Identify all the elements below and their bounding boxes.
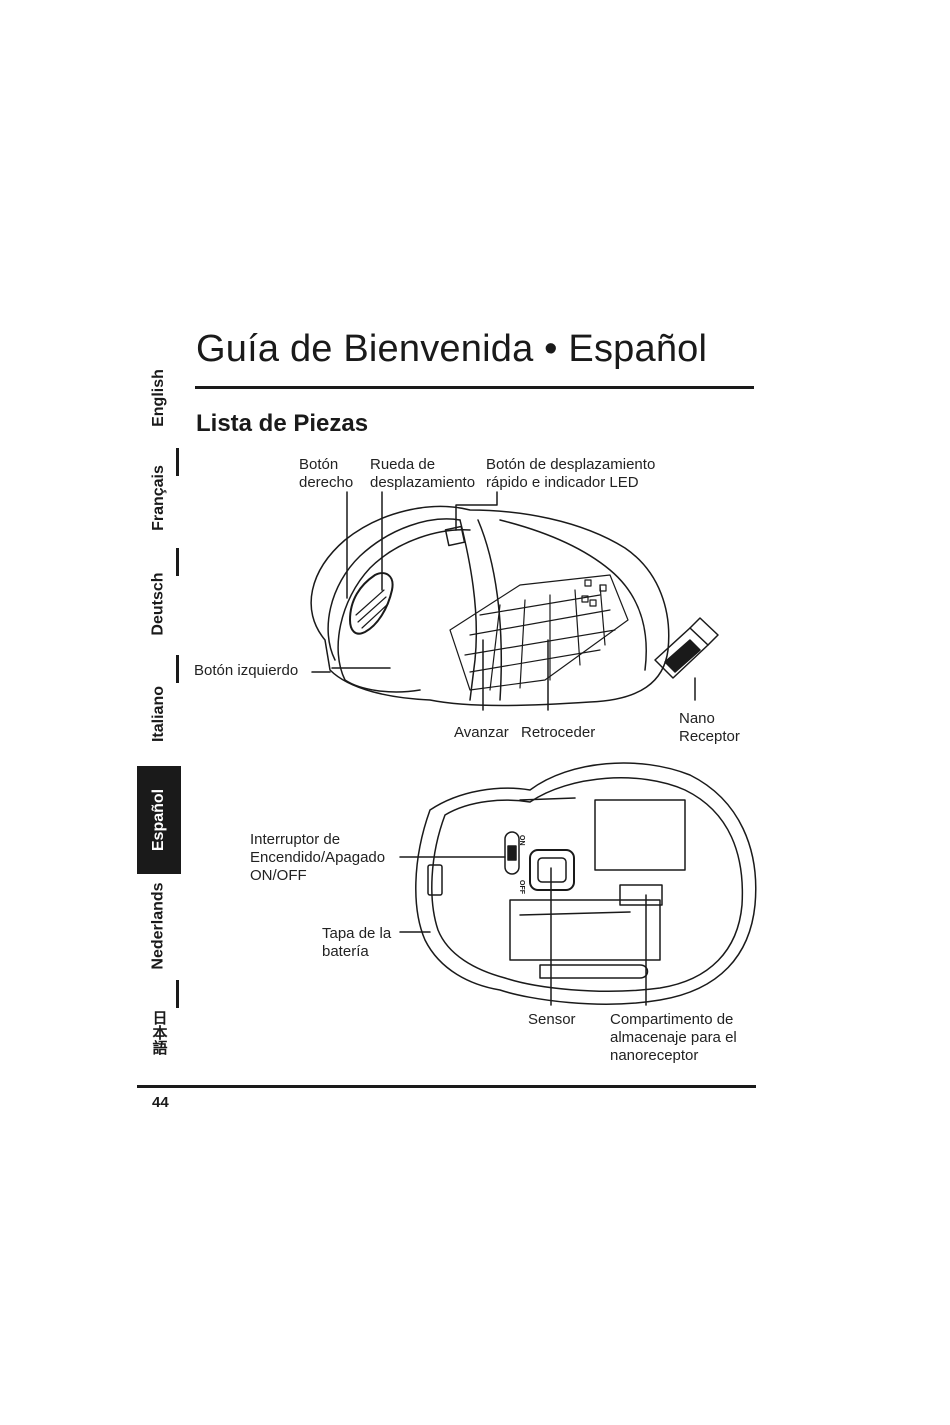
label-fast-scroll-button: Botón de desplazamiento rápido e indicad… [486,456,656,491]
switch-on-label: ON [518,835,525,846]
title-rule [195,386,754,389]
mouse-bottom-view [415,762,757,1005]
label-sensor: Sensor [528,1011,576,1028]
page-number: 44 [152,1094,169,1111]
label-power-switch: Interruptor de Encendido/Apagado ON/OFF [250,831,386,884]
lang-separator [176,448,179,476]
switch-off-label: OFF [518,880,525,895]
mouse-top-view [310,505,670,707]
label-scroll-wheel: Rueda de desplazamiento [370,456,476,491]
footer-rule [137,1085,756,1088]
lang-separator [176,548,179,576]
label-forward: Avanzar [454,724,509,741]
label-back: Retroceder [521,724,596,741]
grip-pattern [449,574,629,691]
label-battery-cover: Tapa de la batería [322,925,392,960]
label-nano-receiver: Nano Receptor [679,710,740,745]
nano-receiver-drawing [654,617,719,679]
lang-separator [176,980,179,1008]
lang-tab-japanese[interactable]: 日本語 [150,1009,168,1055]
lang-separator [176,655,179,683]
lang-tab-espanol[interactable]: Español [137,766,181,874]
section-heading: Lista de Piezas [196,410,369,437]
label-left-button: Botón izquierdo [194,662,299,679]
label-storage-compartment: Compartimento de almacenaje para el nano… [610,1011,737,1064]
label-right-button: Botón derecho [299,456,354,491]
page-title: Guía de Bienvenida • Español [196,328,708,370]
